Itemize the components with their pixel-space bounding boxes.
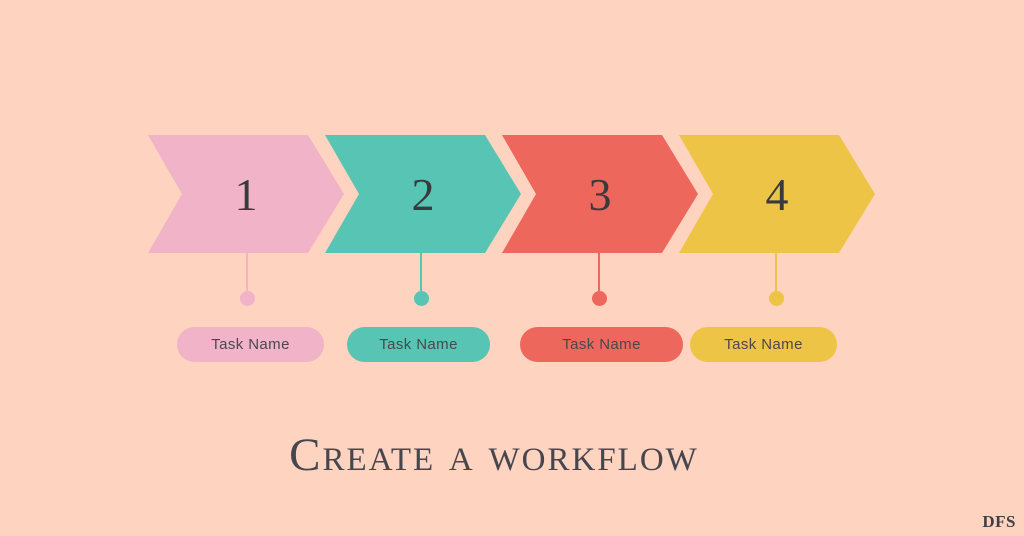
step-1-connector-dot [239,291,255,306]
step-2-connector-line [420,253,422,291]
step-4-connector-line [775,253,777,291]
step-1-connector-line [246,253,248,291]
step-4-chevron-shape: 4 [679,135,875,253]
step-2-task-label: Task Name [379,336,458,353]
page-title: Create a workflow [289,429,699,481]
step-1-task-label: Task Name [211,336,290,353]
step-3-task-pill: Task Name [520,327,683,362]
step-3-task-label: Task Name [562,336,641,353]
step-1-number: 1 [234,169,258,220]
step-3-connector-dot [591,291,607,306]
step-2-connector-dot [413,291,429,306]
watermark-text: DFS [982,512,1016,531]
step-2-number: 2 [411,169,435,220]
step-3-connector-line [598,253,600,291]
step-2-task-pill: Task Name [347,327,490,362]
step-1-task-pill: Task Name [177,327,324,362]
step-4-number: 4 [765,169,789,220]
step-4-task-pill: Task Name [690,327,837,362]
step-3-number: 3 [588,169,612,220]
step-4-task-label: Task Name [724,336,803,353]
step-4-connector-dot [768,291,784,306]
